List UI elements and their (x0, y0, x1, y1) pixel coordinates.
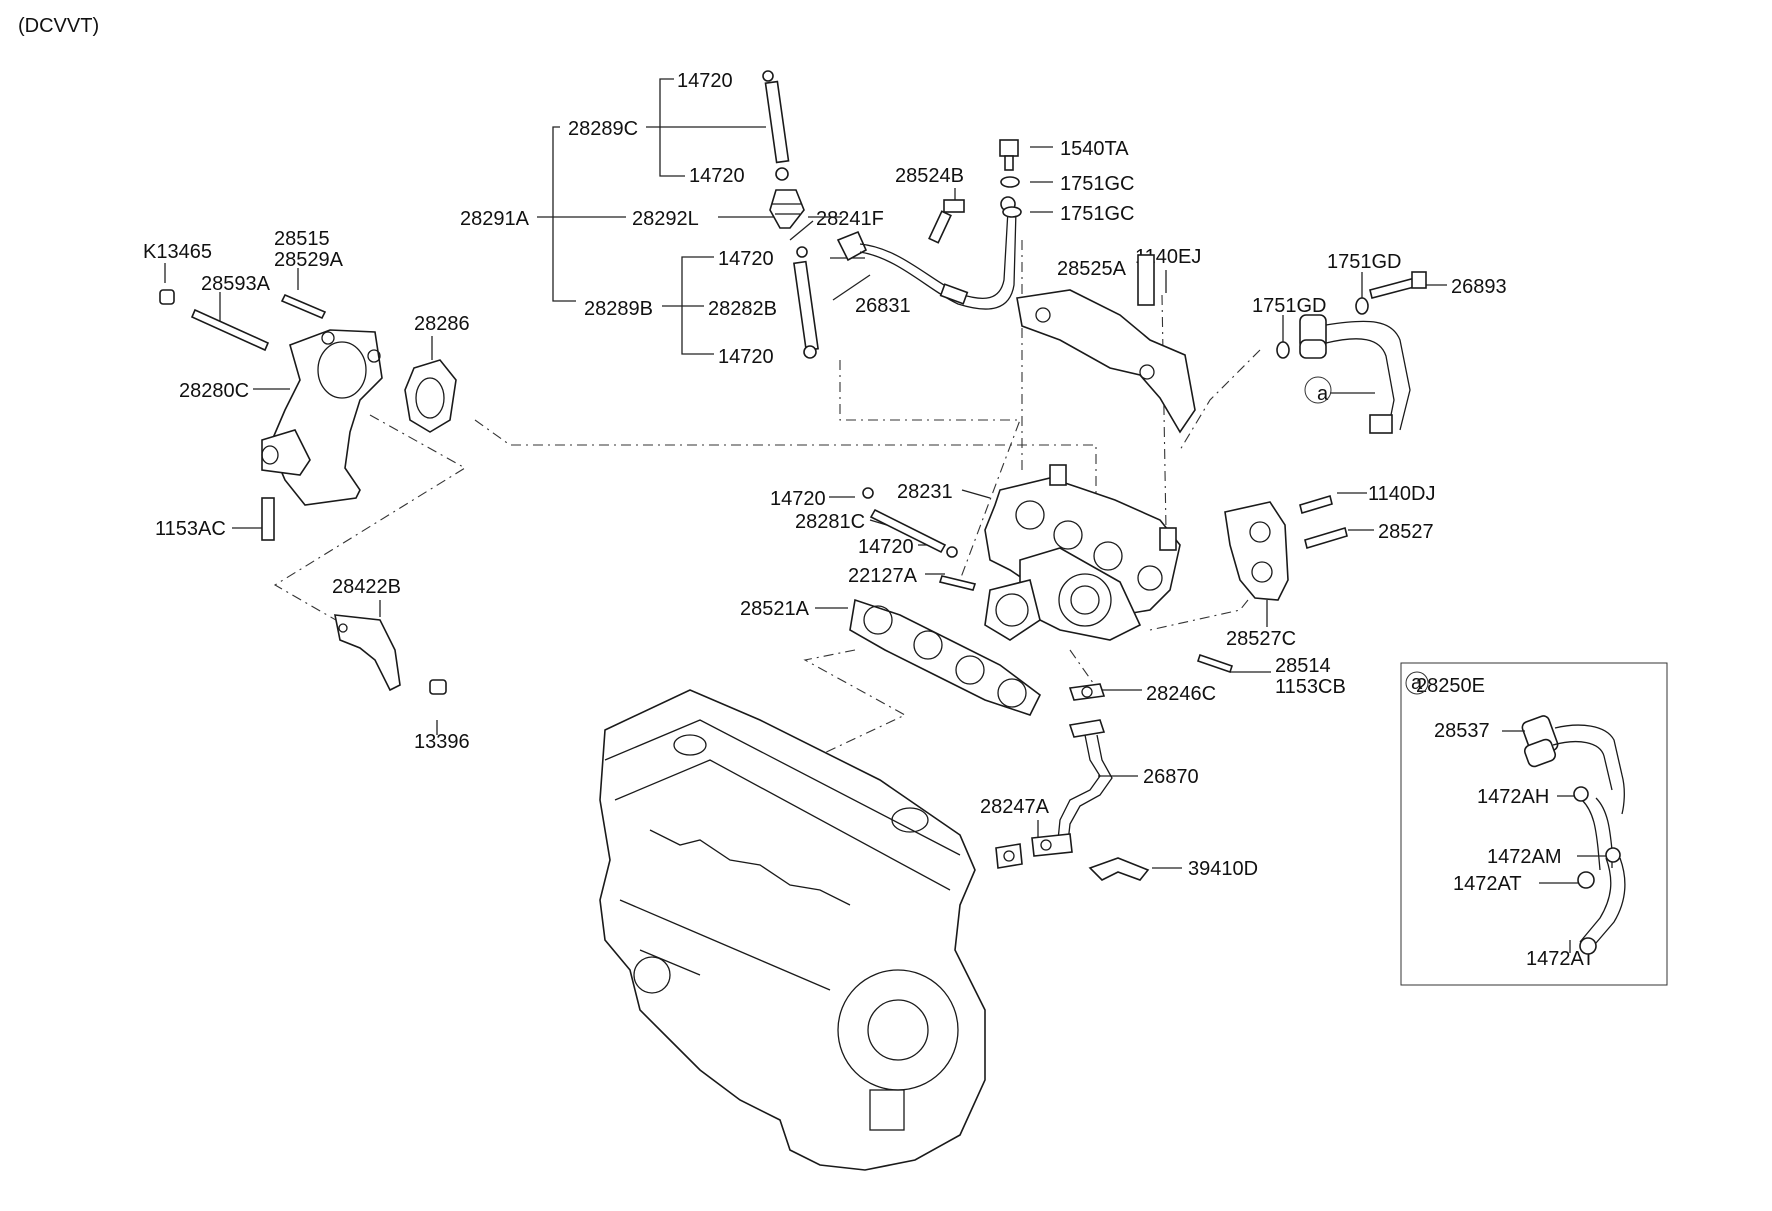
banjo-bolt (999, 139, 1022, 218)
part-label-14720-lower-upper: 14720 (718, 248, 774, 270)
part-label-28246C: 28246C (1146, 683, 1216, 705)
oil-return-hose-assembly (1521, 715, 1626, 955)
part-label-28515: 28515 (274, 228, 330, 250)
stud-and-gasket-28246C (1068, 653, 1234, 701)
part-label-1472AT-upper: 1472AT (1453, 873, 1522, 895)
bypass-hose-28281C (862, 487, 977, 591)
part-label-1751GC-upper: 1751GC (1060, 173, 1135, 195)
coolant-hose-upper (762, 70, 790, 181)
part-label-28292L: 28292L (632, 208, 699, 230)
heat-protector-lower (1224, 494, 1348, 601)
part-label-28537: 28537 (1434, 720, 1490, 742)
part-label-28593A: 28593A (201, 273, 271, 295)
part-label-28527: 28527 (1378, 521, 1434, 543)
part-label-28514: 28514 (1275, 655, 1331, 677)
part-label-28231: 28231 (897, 481, 953, 503)
part-label-1140DJ: 1140DJ (1368, 483, 1435, 505)
part-label-14720-top: 14720 (677, 70, 733, 92)
studs-and-nut-left (159, 289, 327, 541)
part-label-1153CB: 1153CB (1275, 676, 1346, 698)
bracket-39410D (1088, 857, 1150, 881)
part-label-1472AT-lower: 1472AT (1526, 948, 1595, 970)
turbocharger-manifold-assembly (984, 464, 1181, 641)
part-label-26870: 26870 (1143, 766, 1199, 788)
part-label-28289C: 28289C (568, 118, 638, 140)
part-label-1751GC-lower: 1751GC (1060, 203, 1135, 225)
leader-lines (164, 78, 1447, 869)
part-label-1472AH: 1472AH (1477, 786, 1549, 808)
inset-marker-text: a (1411, 672, 1423, 694)
part-label-1472AM: 1472AM (1487, 846, 1562, 868)
oil-return-pipe-26870 (995, 719, 1113, 869)
variant-label: (DCVVT) (18, 15, 99, 37)
coolant-hose-fitting (769, 189, 805, 229)
bolt-28524B (928, 199, 965, 244)
part-label-28247A: 28247A (980, 796, 1050, 818)
washers-and-bolt-26893 (1276, 271, 1427, 359)
part-label-26831: 26831 (855, 295, 911, 317)
part-label-14720-bypass-top: 14720 (770, 488, 826, 510)
part-label-39410D: 39410D (1188, 858, 1258, 880)
part-label-28521A: 28521A (740, 598, 810, 620)
part-label-1153AC: 1153AC (155, 518, 226, 540)
bracket-28422B (334, 614, 447, 695)
coolant-hose-lower (793, 246, 819, 359)
part-label-13396: 13396 (414, 731, 470, 753)
part-label-28527C: 28527C (1226, 628, 1296, 650)
part-label-28529A: 28529A (274, 249, 344, 271)
oil-return-pipe-main (1299, 314, 1411, 434)
part-label-28291A: 28291A (460, 208, 530, 230)
part-label-1751GD-left: 1751GD (1252, 295, 1327, 317)
part-label-1540TA: 1540TA (1060, 138, 1129, 160)
inset-marker-circle (1405, 671, 1429, 695)
part-label-K13465: K13465 (143, 241, 212, 263)
part-label-28281C: 28281C (795, 511, 865, 533)
part-label-28241F: 28241F (816, 208, 884, 230)
part-label-28280C: 28280C (179, 380, 249, 402)
engine-block (599, 689, 986, 1171)
detail-a-callout-letter: a (1317, 383, 1329, 405)
exhaust-outlet-elbow (261, 329, 383, 506)
part-label-28289B: 28289B (584, 298, 653, 320)
gasket-28286 (404, 359, 457, 433)
part-label-28282B: 28282B (708, 298, 777, 320)
detail-a-inset: a (1400, 662, 1668, 986)
part-label-14720-bypass-bottom: 14720 (858, 536, 914, 558)
inset-frame (1400, 662, 1668, 986)
assembly-guide-lines (273, 240, 1261, 756)
inset-title-28250E: 28250E (1416, 675, 1485, 697)
part-label-14720-lower-lower: 14720 (718, 346, 774, 368)
part-label-28524B: 28524B (895, 165, 964, 187)
part-label-22127A: 22127A (848, 565, 918, 587)
part-label-26893: 26893 (1451, 276, 1507, 298)
heat-protector-upper (1016, 254, 1196, 434)
part-label-1751GD-right: 1751GD (1327, 251, 1402, 273)
exhaust-manifold-gasket (849, 598, 1042, 716)
part-label-14720-upper-lower: 14720 (689, 165, 745, 187)
part-label-28525A: 28525A (1057, 258, 1127, 280)
part-label-28286: 28286 (414, 313, 470, 335)
part-label-28422B: 28422B (332, 576, 401, 598)
